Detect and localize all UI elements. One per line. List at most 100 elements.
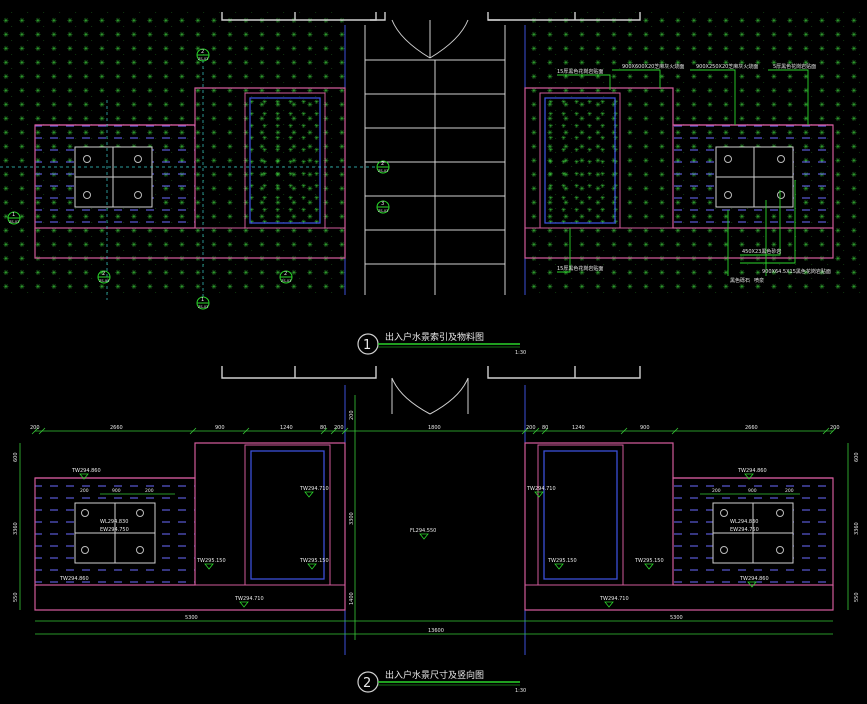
fountain-jet-icon — [81, 546, 89, 554]
callout-text: 15厚黑色花岗岩贴面 — [557, 68, 603, 75]
door-swing-icon — [391, 377, 469, 415]
level-tag: TW294.710 — [299, 486, 329, 492]
dimension-tick — [671, 427, 679, 435]
dimension-value: 80 — [542, 425, 548, 431]
dimension-tick — [38, 427, 46, 435]
dimension-tick — [829, 427, 837, 435]
left-water-feature-plan1 — [0, 60, 375, 300]
dimension-value: 3300 — [349, 512, 355, 525]
dimension-value: 1800 — [428, 425, 441, 431]
drawing-title: 出入户水景索引及物料图 — [385, 331, 484, 343]
level-tag: TW295.150 — [547, 558, 577, 564]
svg-text:1: 1 — [201, 297, 204, 303]
dimension-value: 600 — [854, 452, 860, 462]
top-wall-plan1 — [221, 12, 641, 21]
svg-text:2: 2 — [284, 271, 287, 277]
dimension-value: 200 — [785, 488, 794, 494]
left-water-feature-plan2 — [34, 442, 346, 611]
fountain-jet-icon — [724, 191, 732, 199]
dimension-value: 5300 — [185, 615, 198, 621]
callout-text: 喷泉 — [754, 277, 764, 284]
dimension-value: 200 — [830, 425, 840, 431]
door-swing-icon — [391, 19, 469, 59]
level-triangle-icons — [79, 473, 757, 608]
drawing-title-1: 1 出入户水景索引及物料图 1:30 — [357, 331, 526, 356]
level-tag: TW294.710 — [526, 486, 556, 492]
svg-text:2: 2 — [201, 49, 204, 55]
dimension-value: 1240 — [572, 425, 585, 431]
dimension-value: 80 — [320, 425, 326, 431]
fountain-jet-icon — [136, 546, 144, 554]
callout-text: 450X23黑色砂岩 — [742, 248, 781, 255]
svg-text:ZS-03: ZS-03 — [378, 209, 388, 213]
section-marker-icon: 2 ZS-03 — [279, 270, 293, 284]
callout-text: 15厚黑色花岗岩贴面 — [557, 265, 603, 272]
svg-text:ZS-03: ZS-03 — [198, 57, 208, 61]
level-tag: WL294.830 — [100, 519, 128, 525]
level-tag: TW295.150 — [299, 558, 329, 564]
level-tag: TW295.150 — [634, 558, 664, 564]
dimension-value: 550 — [13, 592, 19, 602]
dimension-value: 200 — [712, 488, 721, 494]
dimension-value: 2660 — [110, 425, 123, 431]
callout-text: 黑色砾石 — [730, 277, 750, 284]
section-marker-icon: 2 ZS-03 — [196, 48, 210, 62]
drawing-title: 出入户水景尺寸及竖向图 — [385, 669, 484, 681]
dimension-text-pool: 200 900 200 200 900 200 — [80, 488, 794, 494]
drawing-scale: 1:30 — [515, 350, 526, 356]
dimension-tick — [320, 427, 328, 435]
level-tag: WL294.830 — [730, 519, 758, 525]
callout-text: 5厚黑色花岗岩贴面 — [773, 63, 816, 70]
fountain-jet-icon — [136, 509, 144, 517]
drawing-title-2: 2 出入户水景尺寸及竖向图 1:30 — [357, 669, 526, 694]
section-marker-icon: 1 ZS-03 — [196, 296, 210, 310]
top-wall-plan2 — [221, 366, 641, 379]
dimension-value: 200 — [349, 410, 355, 420]
dimension-value: 900 — [640, 425, 650, 431]
svg-text:ZS-03: ZS-03 — [378, 169, 388, 173]
dimension-tick — [189, 427, 197, 435]
svg-text:ZS-03: ZS-03 — [9, 220, 19, 224]
fountain-jet-icon — [724, 155, 732, 163]
callout-leaders — [557, 69, 809, 276]
fountain-jet-icon — [776, 546, 784, 554]
dimension-value: 1240 — [280, 425, 293, 431]
dimension-text-top: 200 2660 900 1240 80 200 1800 200 80 124… — [30, 425, 840, 431]
right-water-feature-plan2 — [524, 442, 834, 611]
plan-2: 200 2660 900 1240 80 200 1800 200 80 124… — [13, 366, 860, 694]
dimension-value: 3360 — [13, 522, 19, 535]
dimension-tick — [242, 427, 250, 435]
callout-labels: 15厚黑色花岗岩贴面 900X600X20芝麻灰火烧面 900X250X20芝麻… — [557, 63, 831, 284]
fountain-jet-icon — [720, 509, 728, 517]
drawing-number: 2 — [363, 676, 371, 691]
dimension-value: 5300 — [670, 615, 683, 621]
dimension-text-bottom: 5300 5300 13600 — [185, 615, 683, 634]
drawing-scale: 1:30 — [515, 688, 526, 694]
svg-text:1: 1 — [12, 212, 15, 218]
fountain-jet-icon — [777, 191, 785, 199]
level-tag: TW295.150 — [196, 558, 226, 564]
dimension-value: 200 — [30, 425, 40, 431]
svg-text:ZS-03: ZS-03 — [99, 279, 109, 283]
dimension-value: 900 — [215, 425, 225, 431]
level-tag: TW294.860 — [739, 576, 769, 582]
level-tag: TW294.860 — [737, 468, 767, 474]
dimension-value: 200 — [145, 488, 154, 494]
plan-1: 15厚黑色花岗岩贴面 900X600X20芝麻灰火烧面 900X250X20芝麻… — [0, 12, 867, 356]
paved-path-plan1 — [344, 25, 526, 295]
dimension-tick — [31, 427, 39, 435]
dimension-value: 900 — [748, 488, 757, 494]
section-marker-icon: 2 ZS-03 — [97, 270, 111, 284]
section-marker-icon: 1 ZS-03 — [7, 211, 21, 225]
dimension-value: 600 — [13, 452, 19, 462]
dimension-value: 200 — [526, 425, 536, 431]
dimension-tick — [822, 427, 830, 435]
svg-text:2: 2 — [102, 271, 105, 277]
right-water-feature-plan1 — [524, 87, 834, 259]
section-marker-icon: 2 ZS-03 — [376, 160, 390, 174]
dimension-tick — [521, 427, 529, 435]
fountain-jet-icon — [134, 155, 142, 163]
level-annotations: TW294.860 TW294.710 WL294.830 EW294.750 … — [59, 468, 769, 602]
